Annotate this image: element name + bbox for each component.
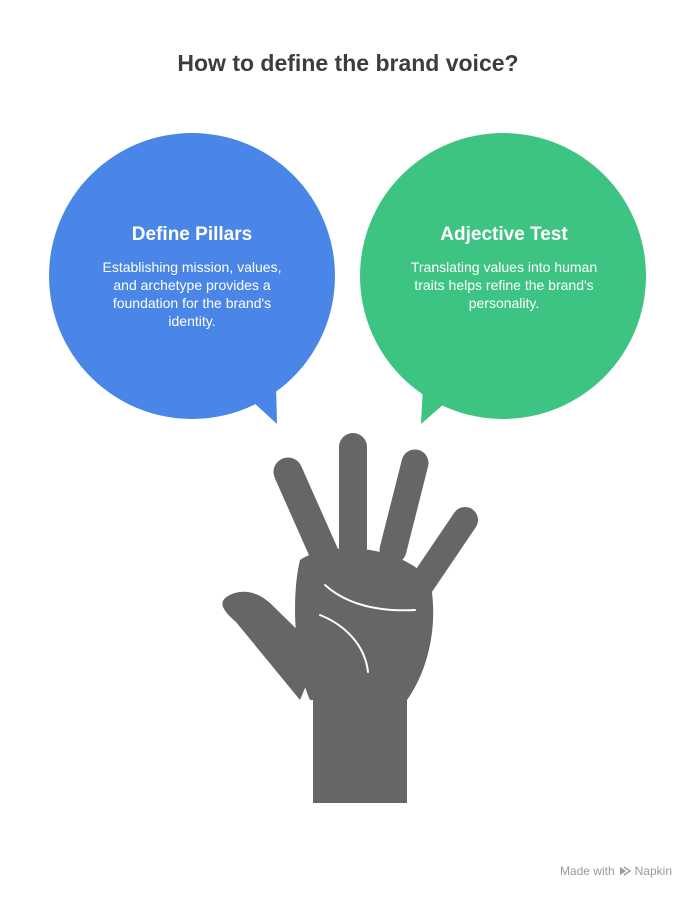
bubble-adjective-test-text: Adjective Test Translating values into h…	[410, 224, 598, 312]
bubble-heading: Define Pillars	[131, 224, 253, 245]
watermark-brand: Napkin	[634, 864, 672, 878]
bubble-body: Establishing mission, values, and archet…	[102, 259, 282, 329]
bubble-define-pillars	[49, 133, 335, 424]
bubble-adjective-test	[360, 133, 646, 424]
watermark: Made with Napkin	[560, 864, 672, 878]
hand-icon	[222, 433, 478, 803]
bubble-body: Translating values into human traits hel…	[410, 259, 598, 311]
napkin-logo-icon	[619, 866, 631, 876]
bubble-heading: Adjective Test	[440, 224, 568, 245]
bubble-define-pillars-text: Define Pillars Establishing mission, val…	[100, 224, 284, 330]
watermark-prefix: Made with	[559, 864, 615, 878]
page-title: How to define the brand voice?	[177, 50, 519, 76]
